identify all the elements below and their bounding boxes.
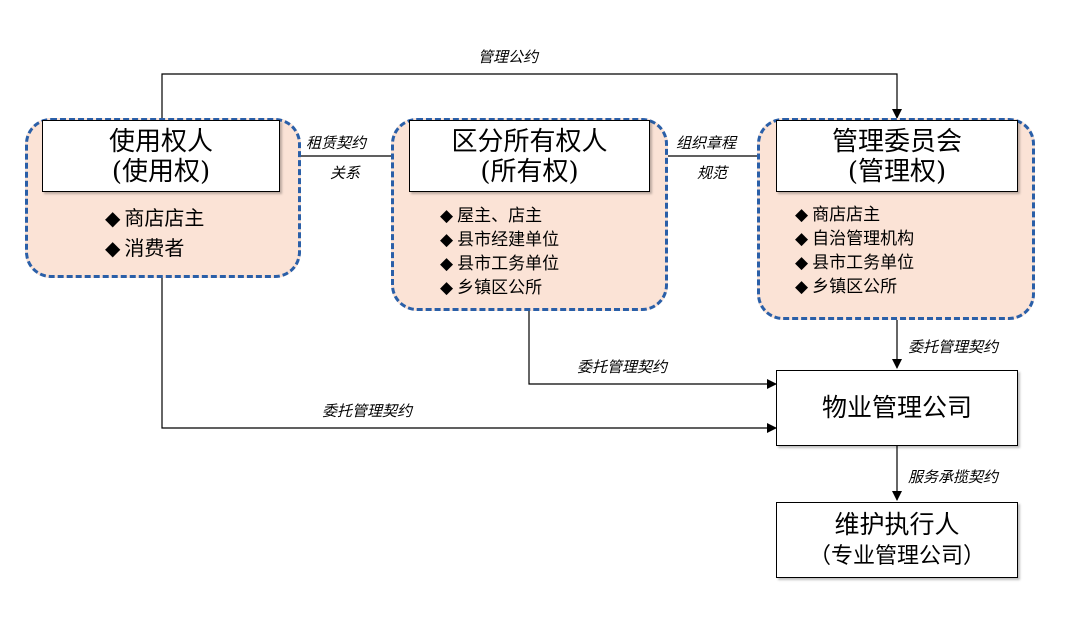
owner-title: 区分所有权人 — [451, 127, 608, 157]
diamond-bullet-icon: ◆ — [440, 278, 454, 298]
diamond-bullet-icon: ◆ — [440, 254, 454, 274]
committee-subtitle: (管理权) — [847, 157, 947, 187]
list-item: ◆商店店主 — [105, 203, 204, 233]
top-bracket-line — [157, 73, 902, 127]
list-item: ◆屋主、店主 — [440, 206, 543, 226]
entrust-user-label: 委托管理契约 — [322, 402, 413, 420]
diamond-bullet-icon: ◆ — [105, 236, 121, 260]
diamond-bullet-icon: ◆ — [440, 230, 454, 250]
diamond-bullet-icon: ◆ — [795, 253, 809, 273]
owner-title-box: 区分所有权人 (所有权) — [409, 120, 650, 192]
user-title-box: 使用权人 (使用权) — [42, 120, 280, 192]
user-title: 使用权人 — [108, 127, 213, 157]
entrust-committee-label: 委托管理契约 — [908, 338, 999, 356]
property-company-box: 物业管理公司 — [776, 370, 1018, 446]
top-link-label: 管理公约 — [478, 48, 539, 66]
diamond-bullet-icon: ◆ — [440, 206, 454, 226]
owner-subtitle: (所有权) — [480, 157, 579, 187]
committee-title-box: 管理委员会 (管理权) — [776, 120, 1018, 192]
list-item: ◆县市工务单位 — [440, 254, 560, 274]
list-item: ◆商店店主 — [795, 205, 881, 225]
service-contract-label: 服务承揽契约 — [908, 468, 999, 486]
charter-label-line2: 规范 — [697, 164, 728, 182]
user-company-arrow — [157, 269, 777, 433]
list-item: ◆县市经建单位 — [440, 230, 560, 250]
list-item: ◆自治管理机构 — [795, 229, 915, 249]
diamond-bullet-icon: ◆ — [795, 277, 809, 297]
user-subtitle: (使用权) — [111, 157, 211, 187]
list-item: ◆乡镇区公所 — [795, 277, 898, 297]
list-item: ◆县市工务单位 — [795, 253, 915, 273]
diamond-bullet-icon: ◆ — [795, 229, 809, 249]
committee-title: 管理委员会 — [831, 127, 962, 157]
lease-label-line2: 关系 — [330, 164, 361, 182]
user-list: ◆商店店主 ◆消费者 — [105, 203, 204, 263]
diamond-bullet-icon: ◆ — [795, 205, 809, 225]
executor-title: 维护执行人 — [834, 510, 960, 539]
diamond-bullet-icon: ◆ — [105, 206, 121, 230]
committee-list: ◆商店店主 ◆自治管理机构 ◆县市工务单位 ◆乡镇区公所 — [795, 203, 914, 299]
executor-box: 维护执行人 （专业管理公司） — [776, 502, 1018, 578]
entrust-owner-label: 委托管理契约 — [577, 358, 668, 376]
charter-label-line1: 组织章程 — [676, 134, 737, 152]
property-company-label: 物业管理公司 — [821, 393, 972, 422]
lease-label-line1: 租赁契约 — [306, 134, 367, 152]
owner-list: ◆屋主、店主 ◆县市经建单位 ◆县市工务单位 ◆乡镇区公所 — [440, 204, 559, 300]
list-item: ◆乡镇区公所 — [440, 278, 543, 298]
list-item: ◆消费者 — [105, 233, 204, 263]
executor-subtitle: （专业管理公司） — [808, 544, 985, 569]
